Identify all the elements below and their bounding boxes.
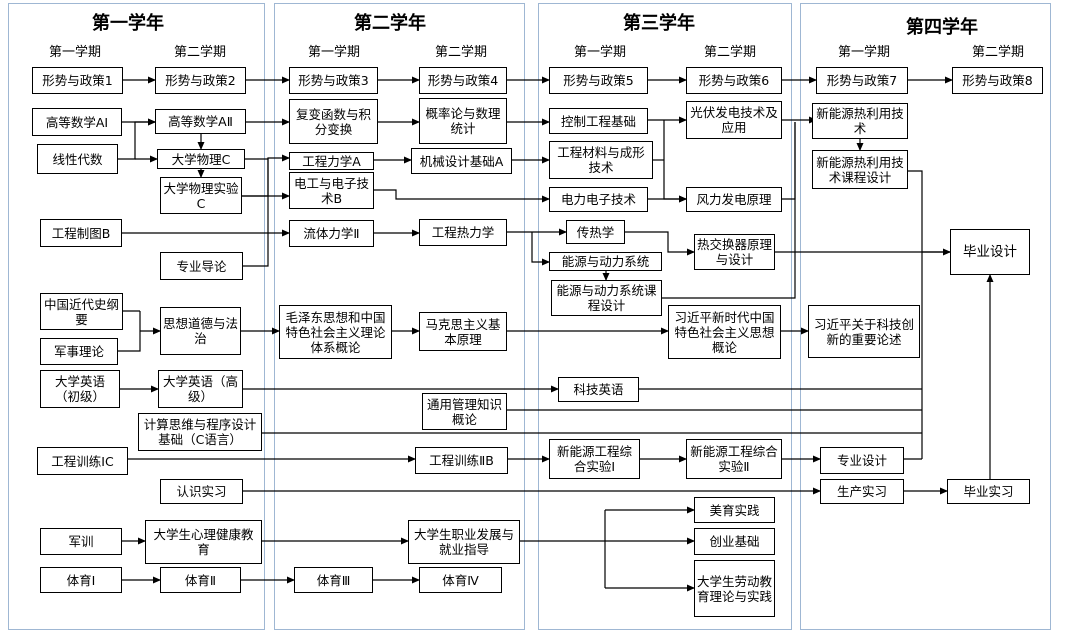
course-xs1: 形势与政策1 (32, 67, 123, 94)
year3-column (538, 3, 792, 630)
course-xjp: 习近平新时代中国特色社会主义思想概论 (668, 305, 781, 359)
course-kzgc: 控制工程基础 (549, 108, 648, 134)
line-zydl-bus (243, 158, 269, 267)
course-nydl: 能源与动力系统 (549, 252, 662, 271)
line-flfd-bus (782, 122, 796, 200)
course-ty1: 体育Ⅰ (40, 567, 122, 593)
course-xnysj: 新能源热利用技术课程设计 (812, 150, 908, 189)
course-mzd: 毛泽东思想和中国特色社会主义理论体系概论 (279, 305, 392, 359)
y3-sem2-label: 第二学期 (703, 45, 756, 60)
course-zgjds: 中国近代史纲要 (40, 293, 123, 330)
year3-title: 第三学年 (623, 13, 695, 34)
line-xnysj-bus (908, 170, 923, 459)
course-ltlx: 流体力学Ⅱ (289, 220, 374, 247)
arrow-dgdz-dldz (374, 189, 550, 203)
course-dxwl: 大学物理C (157, 149, 245, 169)
year1-column (8, 3, 265, 630)
course-crx: 传热学 (566, 220, 625, 244)
y3-sem1-label: 第一学期 (573, 45, 626, 60)
course-ty3: 体育Ⅲ (294, 567, 373, 593)
course-zyfz: 大学生职业发展与就业指导 (408, 520, 520, 564)
course-xnysy1: 新能源工程综合实验Ⅰ (549, 439, 640, 479)
course-gdsx1: 高等数学AⅠ (32, 108, 122, 136)
arrow-crx-rjhq (625, 231, 695, 256)
course-tygl: 通用管理知识概论 (422, 393, 507, 430)
course-dgdz: 电工与电子技术B (289, 172, 374, 209)
course-gcxl1: 工程训练ⅠC (37, 447, 128, 475)
course-gclx: 工程力学A (289, 152, 374, 170)
course-xs8: 形势与政策8 (952, 67, 1043, 94)
course-zydl: 专业导论 (160, 252, 243, 280)
course-ldjy: 大学生劳动教育理论与实践 (694, 560, 775, 617)
course-xs2: 形势与政策2 (155, 67, 246, 94)
year2-column (274, 3, 525, 630)
course-xjpkj: 习近平关于科技创新的重要论述 (808, 305, 920, 358)
course-xs5: 形势与政策5 (549, 67, 648, 94)
y1-sem2-label: 第二学期 (173, 45, 226, 60)
arrow-kzgc-flfd (663, 120, 687, 203)
line-nydlsj-bus (662, 122, 796, 299)
course-xxds: 线性代数 (37, 144, 118, 174)
course-kjyy: 科技英语 (558, 377, 639, 402)
course-rjhq: 热交换器原理与设计 (694, 234, 775, 270)
course-gcrlx: 工程热力学 (419, 219, 507, 246)
course-gcxl2: 工程训练ⅡB (415, 447, 508, 474)
course-jx: 军训 (40, 528, 122, 555)
line-jsll-bus (118, 311, 141, 352)
year2-title: 第二学年 (354, 13, 426, 34)
course-myjs: 美育实践 (694, 497, 775, 523)
y4-sem2-label: 第二学期 (971, 45, 1024, 60)
course-zysj: 专业设计 (820, 447, 904, 474)
course-nydlsj: 能源与动力系统课程设计 (551, 280, 662, 316)
course-rssx: 认识实习 (160, 479, 243, 504)
course-dxyy2: 大学英语（高级） (158, 370, 243, 408)
course-gdsx2: 高等数学AⅡ (155, 109, 246, 134)
course-ty2: 体育Ⅱ (160, 567, 241, 593)
course-gccl: 工程材料与成形技术 (549, 141, 653, 179)
course-gczt: 工程制图B (40, 219, 122, 247)
course-xnyjs: 新能源热利用技术 (812, 103, 908, 139)
year4-column (800, 3, 1051, 630)
course-gll: 概率论与数理统计 (419, 98, 507, 144)
course-xs6: 形势与政策6 (686, 67, 782, 94)
arrow-xxds-gdsx2 (118, 118, 156, 160)
year4-title: 第四学年 (906, 17, 978, 38)
course-sxdd: 思想道德与法治 (160, 307, 241, 355)
y2-sem1-label: 第一学期 (307, 45, 360, 60)
course-ty4: 体育Ⅳ (419, 567, 502, 593)
y1-sem1-label: 第一学期 (48, 45, 101, 60)
course-bysx: 毕业实习 (947, 479, 1030, 504)
arrow-dxwlsy-gclx (242, 154, 290, 197)
course-jsll: 军事理论 (40, 338, 118, 365)
course-jxsj: 机械设计基础A (411, 148, 512, 174)
y2-sem2-label: 第二学期 (434, 45, 487, 60)
course-jssw: 计算思维与程序设计基础（C语言） (138, 413, 262, 451)
course-bysj: 毕业设计 (950, 229, 1030, 275)
course-scsx: 生产实习 (820, 479, 904, 504)
course-xljk: 大学生心理健康教育 (145, 520, 262, 564)
arrow-gcrlx-nydl (531, 232, 550, 266)
y4-sem1-label: 第一学期 (837, 45, 890, 60)
course-flfd: 风力发电原理 (686, 187, 782, 212)
course-mks: 马克思主义基本原理 (419, 312, 507, 351)
course-cyjc: 创业基础 (694, 528, 775, 555)
course-dxyy1: 大学英语（初级） (40, 370, 120, 408)
course-fbhs: 复变函数与积分变换 (289, 99, 378, 144)
course-xs3: 形势与政策3 (289, 67, 378, 94)
course-dldz: 电力电子技术 (549, 187, 648, 212)
year1-title: 第一学年 (92, 13, 164, 34)
course-gffd: 光伏发电技术及应用 (686, 101, 782, 139)
course-dxwlsy: 大学物理实验C (160, 177, 242, 214)
course-xs4: 形势与政策4 (419, 67, 507, 94)
course-xnysy2: 新能源工程综合实验Ⅱ (686, 439, 782, 479)
course-xs7: 形势与政策7 (816, 67, 908, 94)
